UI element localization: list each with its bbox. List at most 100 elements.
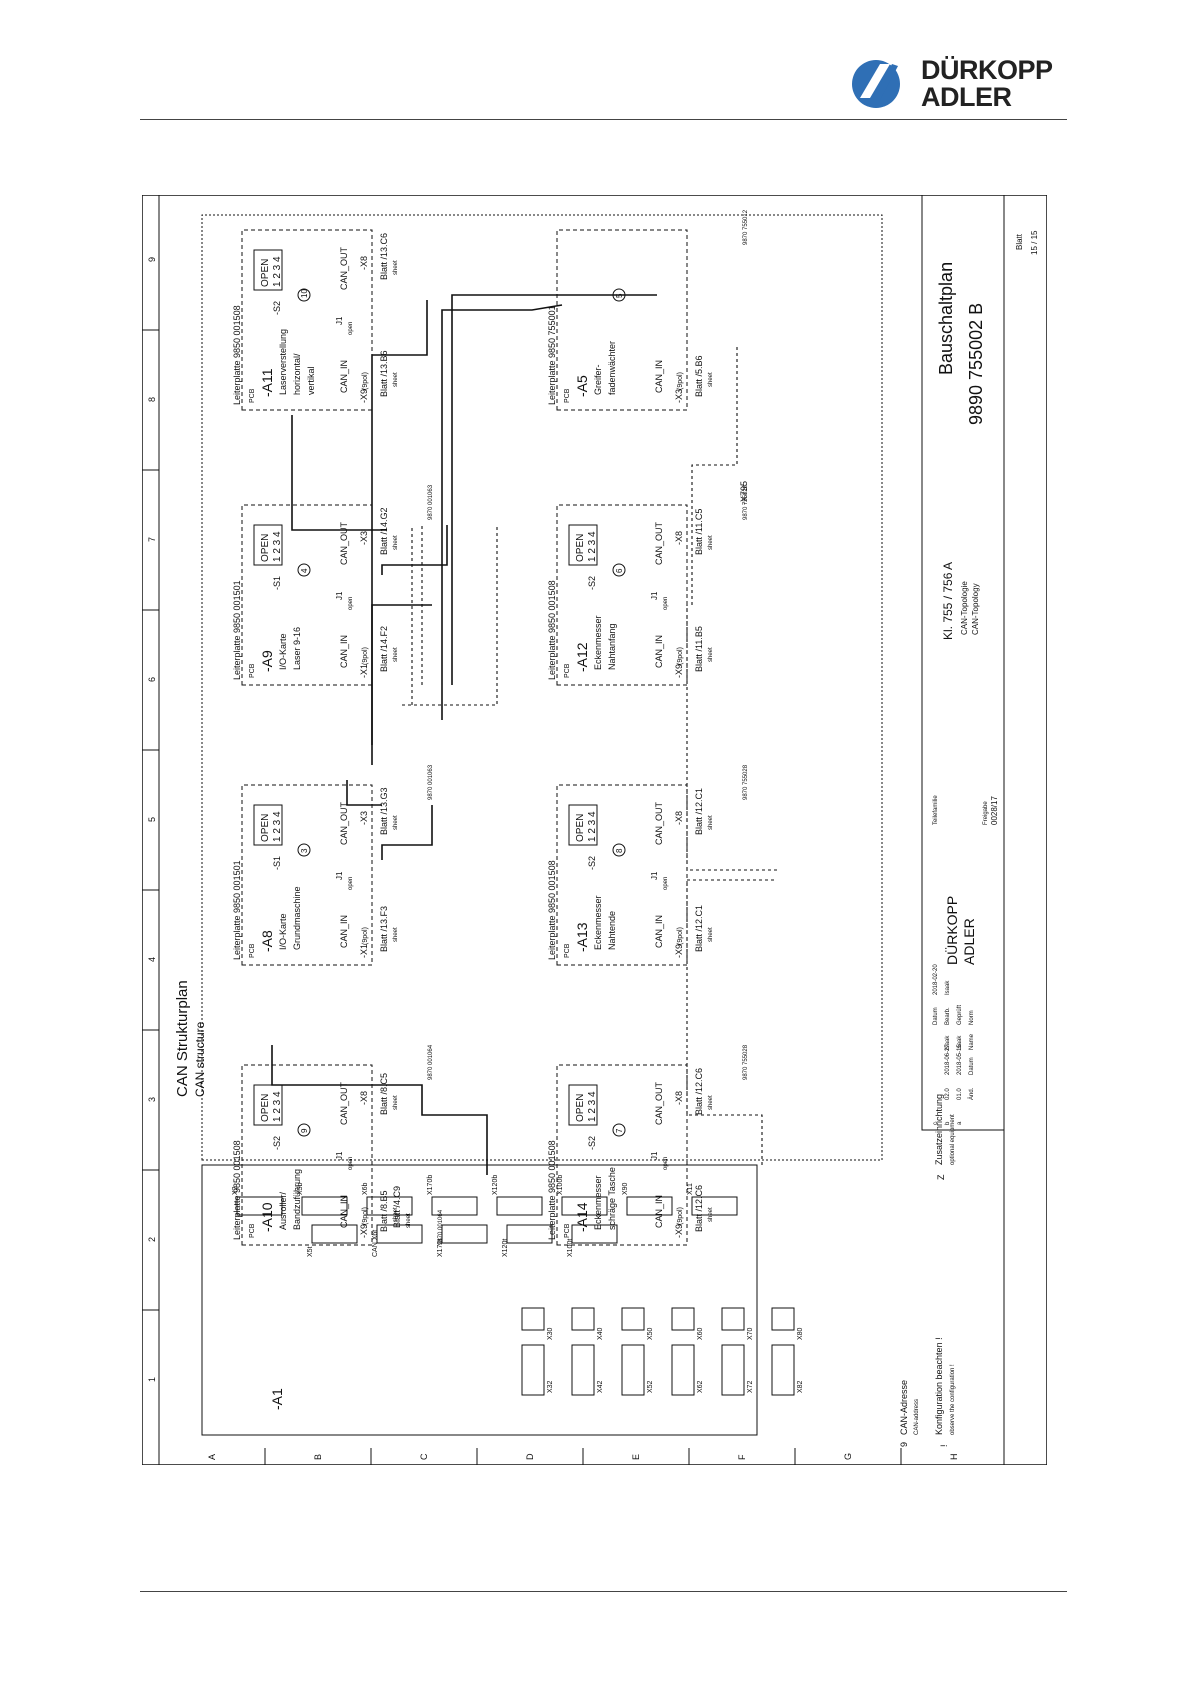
- column-label: 1: [147, 1377, 157, 1382]
- durkopp-adler-logo: [852, 60, 900, 108]
- can-address: 4: [300, 568, 309, 573]
- topology-en: CAN-Topology: [971, 583, 980, 635]
- can-out-label: CAN_OUT: [339, 246, 349, 290]
- in-connector: -X1: [359, 664, 369, 678]
- out-connector: -X3: [359, 531, 369, 545]
- revision-cell: Änd.: [968, 1087, 975, 1100]
- sheet-label: sheet: [708, 927, 714, 942]
- dip-numbers: 1 2 3 4: [272, 256, 283, 287]
- row-label: C: [419, 1453, 429, 1460]
- board-pcb-en: PCB: [249, 388, 256, 403]
- sheet-label: sheet: [708, 1207, 714, 1222]
- board-desc: Laser 9-16: [292, 627, 302, 670]
- approval-label: Datum: [933, 1007, 939, 1025]
- legend-config-en: observe the configuration !: [950, 1364, 956, 1435]
- column-label: 3: [147, 1097, 157, 1102]
- can-wire: [271, 1045, 377, 1086]
- optional-can-wire: [686, 879, 777, 1165]
- titleblock-brand-1: DÜRKOPP: [943, 896, 960, 965]
- board-pcb-en: PCB: [249, 663, 256, 678]
- can-out-label: CAN_OUT: [339, 1081, 349, 1125]
- titleblock-brand-2: ADLER: [961, 918, 977, 965]
- sub-connector-label: X72: [747, 1380, 754, 1393]
- board-pcb-en: PCB: [564, 388, 571, 403]
- sheet-label: sheet: [708, 1095, 714, 1110]
- topology-de: CAN-Topologie: [960, 581, 969, 635]
- legend-address-symbol: 9: [899, 1442, 909, 1447]
- jumper-label: J1: [335, 1151, 344, 1160]
- x795-connector: -X795: [739, 481, 749, 505]
- jumper-state: open: [348, 1157, 354, 1170]
- revision-cell: Isaak: [957, 1035, 963, 1050]
- sheet-label: sheet: [393, 815, 399, 830]
- can-wire: [381, 525, 448, 575]
- can-out-label: CAN_OUT: [654, 1081, 664, 1125]
- approval-value: Isaak: [945, 980, 951, 995]
- board-pcb-label: Leiterplatte 9850 001508: [547, 860, 557, 960]
- row-label: B: [313, 1454, 323, 1460]
- can-address: 10: [300, 289, 309, 298]
- board-desc: vertikal: [306, 366, 316, 395]
- family-label: Teilefamilie: [933, 795, 939, 825]
- pol-label: (9pol): [677, 1207, 684, 1225]
- can-address: 9: [300, 1128, 309, 1133]
- in-sheet-ref: Blatt /11.B5: [694, 626, 704, 672]
- revision-cell: c: [933, 1122, 939, 1125]
- legend-optional-symbol: Z: [936, 1174, 946, 1180]
- board-id: -A13: [574, 922, 590, 952]
- board-desc: fadenwächter: [607, 341, 617, 395]
- revision-cell: b: [945, 1121, 951, 1125]
- switch-id: -S2: [587, 856, 597, 870]
- can-wire: [451, 294, 657, 685]
- optional-can-wire: [402, 525, 498, 706]
- board-pcb-en: PCB: [564, 943, 571, 958]
- board-id: -A10: [259, 1202, 275, 1232]
- board-id: -A5: [574, 375, 590, 397]
- main-board-id: -A1: [269, 1388, 285, 1410]
- board-pcb-en: PCB: [564, 1223, 571, 1238]
- board-id: -A9: [259, 650, 275, 672]
- out-connector: -X8: [674, 531, 684, 545]
- sheet-label: sheet: [708, 372, 714, 387]
- in-connector: -X3: [674, 389, 684, 403]
- sub-connector-label: X50: [647, 1327, 654, 1340]
- board-id: -A11: [259, 368, 275, 397]
- row-label: E: [631, 1454, 641, 1460]
- can-wire: [371, 300, 428, 745]
- column-label: 4: [147, 957, 157, 962]
- jumper-state: open: [348, 877, 354, 890]
- board-desc: I/O-Karte: [278, 633, 288, 670]
- can-wire: [381, 805, 433, 860]
- drawing-title: Bauschaltplan: [936, 262, 956, 375]
- in-connector: -X1: [359, 944, 369, 958]
- in-connector: -X9: [674, 944, 684, 958]
- can-wire: [346, 780, 382, 806]
- out-sheet-ref: Blatt /13.G3: [379, 787, 389, 835]
- sub-connector-label: X40: [597, 1327, 604, 1340]
- connector-label-top: X100b: [557, 1175, 564, 1195]
- sheet-label: sheet: [708, 815, 714, 830]
- column-label: 7: [147, 537, 157, 542]
- legend-config-de: Konfiguration beachten !: [934, 1337, 944, 1435]
- connector-label-top: X170b: [427, 1175, 434, 1195]
- can-in-label: CAN_IN: [654, 360, 664, 393]
- can-in-label: CAN_IN: [339, 635, 349, 668]
- in-sheet-ref: Blatt /12.C1: [694, 905, 704, 952]
- board-desc: Nahtende: [607, 911, 617, 950]
- connector-label-top: X6b: [362, 1182, 369, 1195]
- can-wire: [291, 500, 387, 531]
- jumper-label: J1: [650, 591, 659, 600]
- board-desc: horizontal/: [292, 353, 302, 395]
- legend-address-de: CAN-Adresse: [899, 1380, 909, 1435]
- pol-label: (9pol): [677, 647, 684, 665]
- sub-connector-label: X62: [697, 1380, 704, 1393]
- board-desc: Eckenmesser: [593, 615, 603, 670]
- dip-numbers: 1 2 3 4: [587, 1091, 598, 1122]
